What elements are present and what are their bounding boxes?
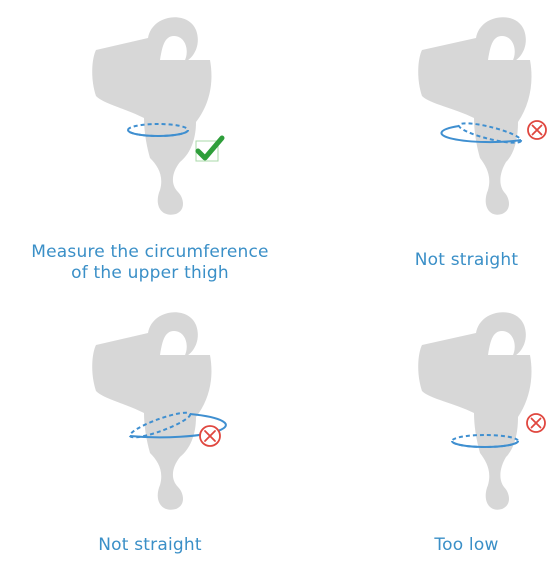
cross-circle-icon — [528, 121, 546, 139]
caption-not-straight-1: Not straight — [380, 250, 553, 271]
caption-line-1: Too low — [380, 535, 553, 556]
caption-line-1: Not straight — [0, 535, 300, 556]
caption-not-straight-2: Not straight — [0, 535, 300, 556]
panel-too-low: Too low — [380, 295, 553, 561]
panel-not-straight-1: Not straight — [380, 0, 553, 300]
dog-silhouette — [418, 312, 531, 509]
cross-circle-icon — [200, 426, 220, 446]
caption-correct: Measure the circumference of the upper t… — [0, 242, 300, 284]
dog-silhouette — [92, 17, 211, 214]
dog-silhouette — [418, 17, 531, 214]
caption-too-low: Too low — [380, 535, 553, 556]
dog-leg-illustration — [380, 295, 553, 561]
dog-leg-illustration — [0, 295, 300, 561]
cross-circle-icon — [527, 414, 545, 432]
panel-not-straight-2: Not straight — [0, 295, 300, 561]
caption-line-2: of the upper thigh — [0, 263, 300, 284]
caption-line-1: Measure the circumference — [0, 242, 300, 263]
panel-correct-measurement: Measure the circumference of the upper t… — [0, 0, 300, 300]
caption-line-1: Not straight — [380, 250, 553, 271]
dog-silhouette — [92, 312, 211, 509]
check-icon — [196, 138, 222, 161]
